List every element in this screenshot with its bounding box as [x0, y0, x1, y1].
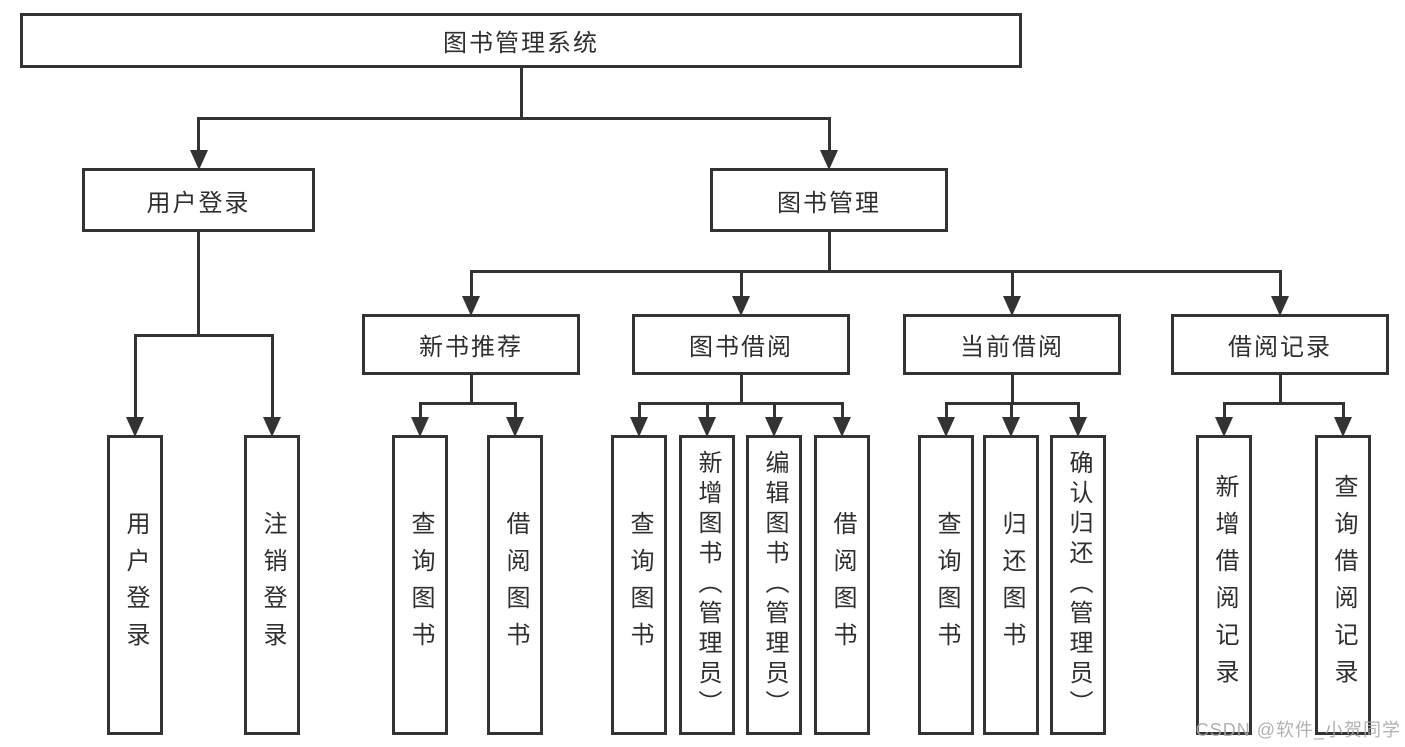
- connector-line: [1222, 401, 1345, 405]
- connector-line: [133, 333, 274, 337]
- node-cb-return: 归还图书: [983, 435, 1039, 735]
- node-label-book-borrow: 图书借阅: [689, 334, 793, 361]
- arrow-down-icon: [833, 417, 851, 437]
- connector-line: [469, 271, 473, 298]
- node-new-book-rec: 新书推荐: [362, 314, 580, 375]
- node-label-book-mgmt: 图书管理: [777, 189, 881, 217]
- connector-line: [513, 403, 517, 419]
- connector-line: [772, 403, 776, 419]
- arrow-down-icon: [462, 296, 480, 316]
- node-label-nb-borrow: 借阅图书: [502, 511, 529, 659]
- arrow-down-icon: [765, 417, 783, 437]
- node-label-bb-add: 新增图书（管理员）: [694, 450, 721, 720]
- node-book-mgmt: 图书管理: [710, 168, 948, 232]
- arrow-down-icon: [1271, 296, 1289, 316]
- node-root: 图书管理系统: [20, 13, 1022, 68]
- node-label-cb-query: 查询图书: [933, 511, 960, 659]
- connector-line: [270, 335, 274, 419]
- node-cb-query: 查询图书: [918, 435, 974, 735]
- connector-line: [133, 335, 137, 419]
- connector-line: [739, 375, 743, 405]
- arrow-down-icon: [1069, 417, 1087, 437]
- connector-line: [827, 118, 831, 152]
- node-nb-borrow: 借阅图书: [487, 435, 543, 735]
- arrow-down-icon: [411, 417, 429, 437]
- arrow-down-icon: [630, 417, 648, 437]
- connector-line: [1222, 403, 1226, 419]
- connector-line: [1010, 375, 1014, 405]
- node-label-br-query: 查询借阅记录: [1330, 474, 1357, 696]
- connector-line: [637, 401, 844, 405]
- connector-line: [1278, 271, 1282, 298]
- connector-line: [197, 118, 200, 152]
- arrow-down-icon: [189, 150, 208, 170]
- node-v-logout: 注销登录: [244, 435, 300, 735]
- node-label-bb-borrow: 借阅图书: [829, 511, 856, 659]
- node-book-borrow: 图书借阅: [632, 314, 850, 375]
- node-label-br-add: 新增借阅记录: [1211, 474, 1238, 696]
- node-borrow-records: 借阅记录: [1171, 314, 1389, 375]
- connector-line: [519, 68, 523, 120]
- connector-line: [1341, 403, 1345, 419]
- node-label-borrow-records: 借阅记录: [1228, 334, 1332, 361]
- watermark: CSDN @软件_小贺同学: [1195, 720, 1401, 740]
- node-label-v-user-login: 用户登录: [122, 511, 149, 659]
- connector-line: [827, 232, 831, 273]
- connector-line: [1278, 375, 1282, 405]
- connector-line: [197, 232, 200, 337]
- node-current-borrow: 当前借阅: [903, 314, 1121, 375]
- connector-line: [469, 269, 1282, 273]
- node-bb-add: 新增图书（管理员）: [679, 435, 735, 735]
- node-label-root: 图书管理系统: [443, 30, 599, 57]
- node-label-nb-query: 查询图书: [407, 511, 434, 659]
- node-bb-query: 查询图书: [611, 435, 667, 735]
- node-label-current-borrow: 当前借阅: [960, 334, 1064, 361]
- arrow-down-icon: [1002, 417, 1020, 437]
- arrow-down-icon: [506, 417, 524, 437]
- connector-line: [1010, 271, 1014, 298]
- arrow-down-icon: [937, 417, 955, 437]
- connector-line: [1076, 403, 1080, 419]
- connector-line: [840, 403, 844, 419]
- node-nb-query: 查询图书: [392, 435, 448, 735]
- arrow-down-icon: [698, 417, 716, 437]
- arrow-down-icon: [263, 417, 281, 437]
- arrow-down-icon: [1003, 296, 1021, 316]
- node-user-login: 用户登录: [82, 168, 315, 232]
- arrow-down-icon: [1215, 417, 1233, 437]
- node-br-add: 新增借阅记录: [1196, 435, 1252, 735]
- connector-line: [418, 401, 517, 405]
- node-label-cb-return: 归还图书: [998, 511, 1025, 659]
- node-br-query: 查询借阅记录: [1315, 435, 1371, 735]
- node-bb-edit: 编辑图书（管理员）: [746, 435, 802, 735]
- connector-line: [197, 116, 831, 120]
- node-v-user-login: 用户登录: [107, 435, 163, 735]
- node-label-bb-edit: 编辑图书（管理员）: [761, 450, 788, 720]
- connector-line: [469, 375, 473, 405]
- connector-line: [418, 403, 422, 419]
- connector-line: [739, 271, 743, 298]
- node-label-new-book-rec: 新书推荐: [419, 334, 523, 361]
- node-bb-borrow: 借阅图书: [814, 435, 870, 735]
- connector-line: [1009, 403, 1013, 419]
- connector-line: [705, 403, 709, 419]
- arrow-down-icon: [1334, 417, 1352, 437]
- arrow-down-icon: [732, 296, 750, 316]
- node-label-cb-confirm: 确认归还（管理员）: [1065, 450, 1092, 720]
- arrow-down-icon: [126, 417, 144, 437]
- connector-line: [637, 403, 641, 419]
- node-label-v-logout: 注销登录: [259, 511, 286, 659]
- node-cb-confirm: 确认归还（管理员）: [1050, 435, 1106, 735]
- arrow-down-icon: [820, 150, 838, 170]
- node-label-user-login: 用户登录: [146, 189, 251, 217]
- connector-line: [944, 403, 948, 419]
- node-label-bb-query: 查询图书: [626, 511, 653, 659]
